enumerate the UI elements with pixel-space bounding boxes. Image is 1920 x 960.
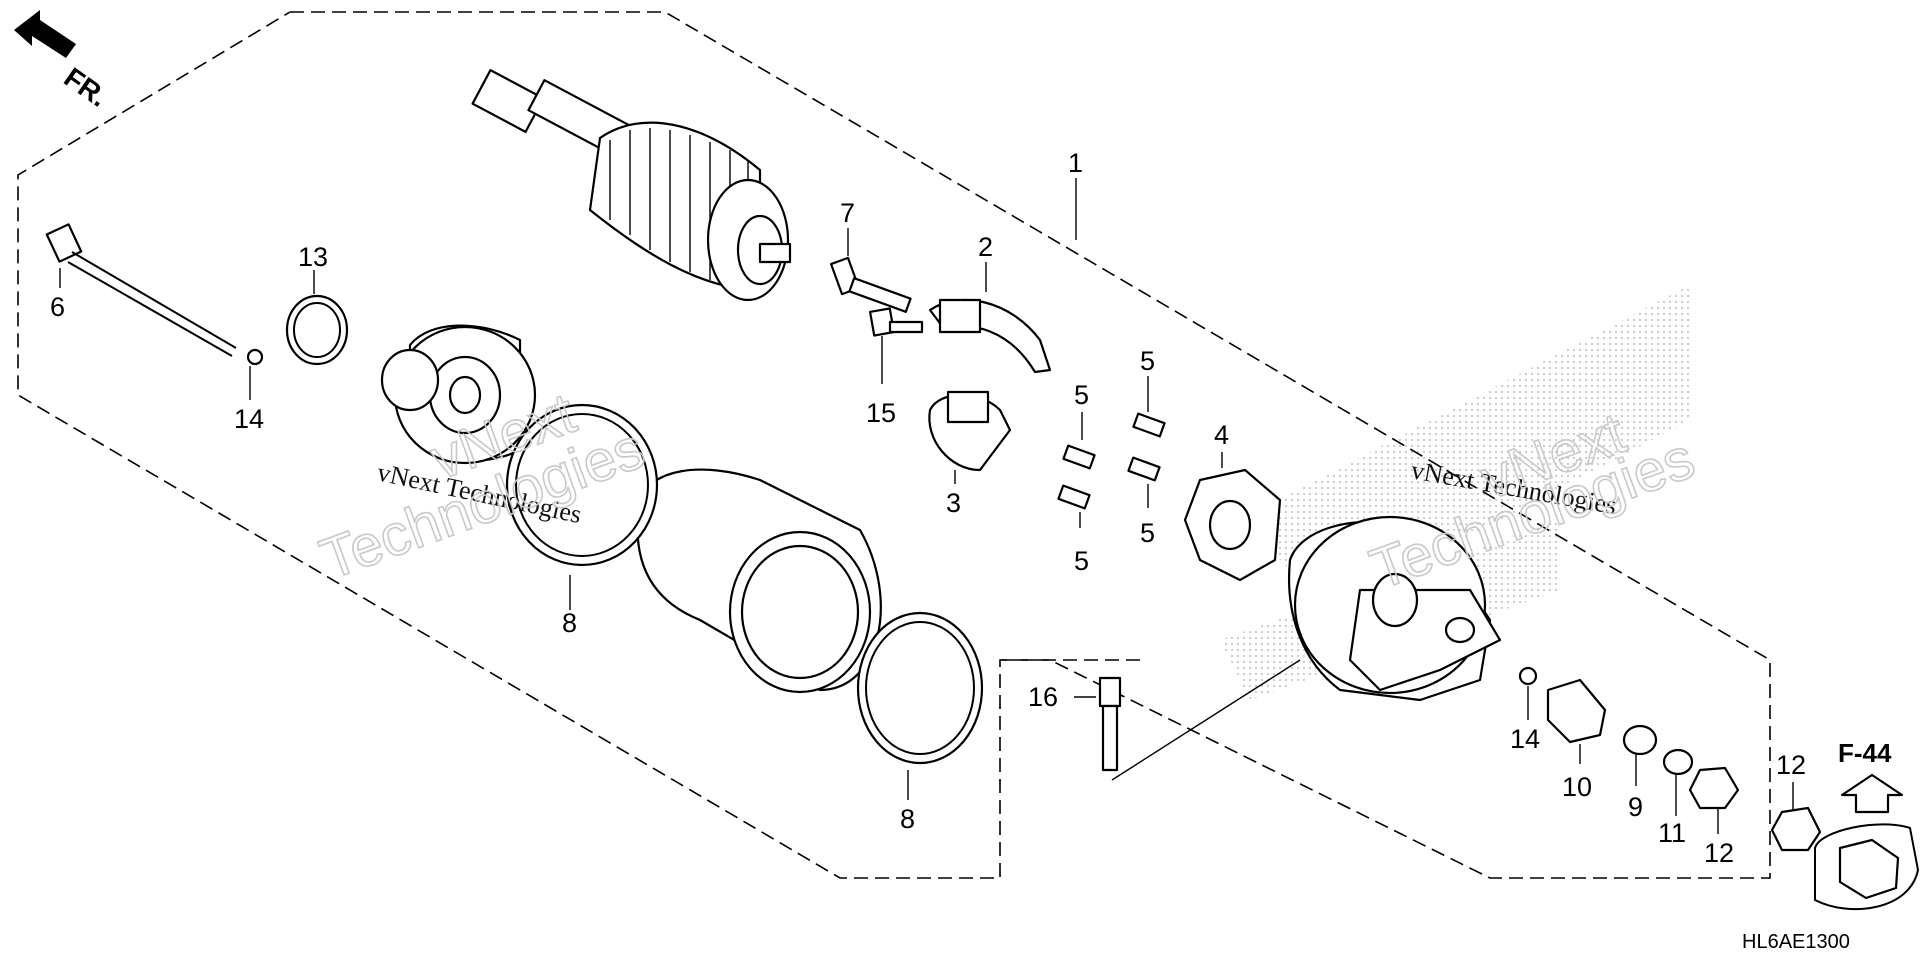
o-rings xyxy=(285,294,984,765)
callout-7: 7 xyxy=(840,198,855,228)
front-direction-marker: FR. xyxy=(14,10,113,113)
brush-plate xyxy=(1183,468,1282,582)
reference-label: F-44 xyxy=(1838,738,1892,768)
callout-5-d: 5 xyxy=(1140,518,1155,548)
assembly-boundary xyxy=(17,11,1771,879)
callout-1: 1 xyxy=(1068,148,1083,178)
callout-14-a: 14 xyxy=(234,404,264,434)
up-arrow-icon xyxy=(1840,773,1904,814)
callout-9: 9 xyxy=(1628,792,1643,822)
callout-12-b: 12 xyxy=(1704,838,1734,868)
callout-16: 16 xyxy=(1028,682,1058,712)
leader-lines xyxy=(59,178,1794,834)
small-hardware xyxy=(1098,666,1822,852)
callout-11: 11 xyxy=(1658,818,1686,848)
brush-holders xyxy=(868,298,1052,472)
callout-15: 15 xyxy=(866,398,896,428)
front-arrow-icon xyxy=(14,10,76,58)
callouts: 1 2 3 4 5 5 5 5 6 7 8 8 9 10 11 12 12 13… xyxy=(50,148,1806,868)
rear-cover xyxy=(1288,515,1502,702)
callout-4: 4 xyxy=(1214,420,1229,450)
front-label: FR. xyxy=(59,62,114,113)
callout-8-b: 8 xyxy=(900,804,915,834)
screw-7 xyxy=(829,256,912,313)
diagram-code: HL6AE1300 xyxy=(1742,931,1850,953)
springs xyxy=(1057,412,1166,510)
callout-2: 2 xyxy=(978,232,993,262)
through-bolt xyxy=(45,223,264,366)
callout-14-b: 14 xyxy=(1510,724,1540,754)
callout-3: 3 xyxy=(946,488,961,518)
callout-10: 10 xyxy=(1562,772,1592,802)
callout-12-a: 12 xyxy=(1776,750,1806,780)
callout-6: 6 xyxy=(50,292,65,322)
armature xyxy=(471,69,792,302)
reference-inset: F-44 xyxy=(1814,738,1920,911)
callout-5-b: 5 xyxy=(1140,346,1155,376)
callout-5-c: 5 xyxy=(1074,546,1089,576)
callout-13: 13 xyxy=(298,242,328,272)
callout-8-a: 8 xyxy=(562,608,577,638)
motor-case xyxy=(636,468,882,694)
callout-5-a: 5 xyxy=(1074,380,1089,410)
